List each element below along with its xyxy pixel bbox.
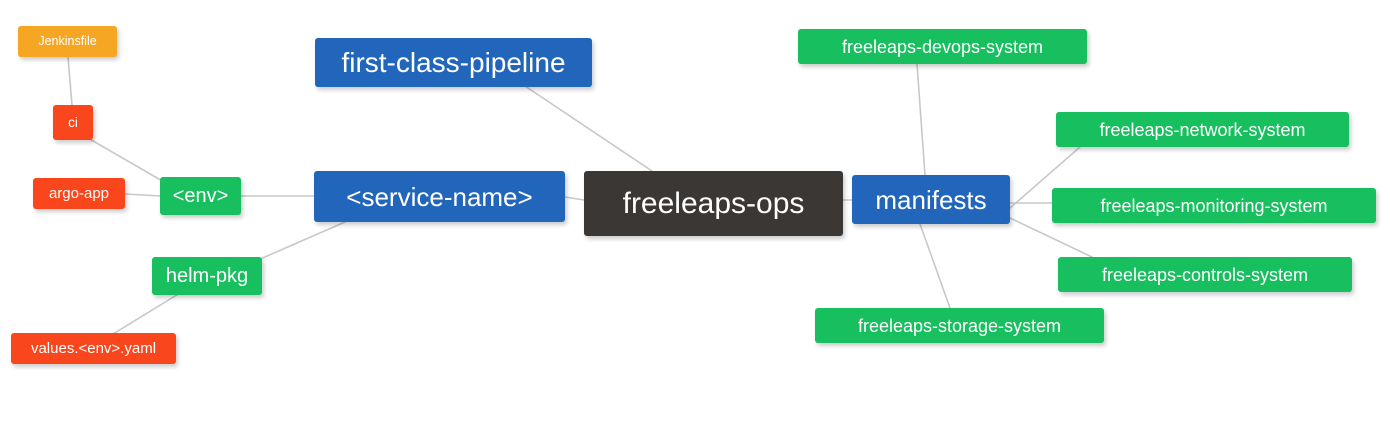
node-label-values-yaml: values.<env>.yaml (30, 340, 157, 357)
edge-ci-to-env (87, 137, 165, 183)
node-first-class-pipeline[interactable]: first-class-pipeline (315, 38, 592, 87)
node-monitoring-system[interactable]: freeleaps-monitoring-system (1052, 188, 1376, 223)
edge-jenkinsfile-to-ci (67, 56, 73, 106)
edge-service-name-to-freeleaps-ops (564, 196, 585, 201)
node-label-argo-app: argo-app (48, 185, 110, 202)
edge-argo-app-to-env (124, 193, 161, 197)
node-label-service-name: <service-name> (346, 181, 533, 212)
edge-manifests-to-storage-system (919, 223, 951, 309)
node-label-freeleaps-ops: freeleaps-ops (622, 186, 805, 220)
node-controls-system[interactable]: freeleaps-controls-system (1058, 257, 1352, 292)
node-network-system[interactable]: freeleaps-network-system (1056, 112, 1349, 147)
edge-manifests-to-controls-system (1009, 217, 1093, 258)
node-label-network-system: freeleaps-network-system (1099, 119, 1306, 140)
edge-first-class-pipeline-to-freeleaps-ops (524, 85, 653, 172)
node-label-ci: ci (68, 114, 78, 130)
node-freeleaps-ops[interactable]: freeleaps-ops (584, 171, 843, 236)
node-ci[interactable]: ci (53, 105, 93, 140)
node-label-devops-system: freeleaps-devops-system (841, 36, 1044, 57)
node-label-jenkinsfile: Jenkinsfile (38, 34, 97, 49)
node-label-manifests: manifests (875, 184, 987, 215)
node-service-name[interactable]: <service-name> (314, 171, 565, 222)
edge-helm-pkg-to-values-yaml (112, 292, 181, 335)
node-label-controls-system: freeleaps-controls-system (1101, 264, 1309, 285)
node-label-helm-pkg: helm-pkg (165, 265, 249, 287)
node-label-first-class-pipeline: first-class-pipeline (341, 46, 566, 78)
node-helm-pkg[interactable]: helm-pkg (152, 257, 262, 295)
node-label-monitoring-system: freeleaps-monitoring-system (1100, 195, 1328, 216)
node-manifests[interactable]: manifests (852, 175, 1010, 224)
node-env[interactable]: <env> (160, 177, 241, 215)
node-label-env: <env> (172, 185, 229, 207)
node-storage-system[interactable]: freeleaps-storage-system (815, 308, 1104, 343)
node-jenkinsfile[interactable]: Jenkinsfile (18, 26, 117, 57)
node-devops-system[interactable]: freeleaps-devops-system (798, 29, 1087, 64)
edge-manifests-to-devops-system (916, 63, 926, 176)
node-values-yaml[interactable]: values.<env>.yaml (11, 333, 176, 364)
edge-service-name-to-helm-pkg (257, 221, 346, 261)
node-argo-app[interactable]: argo-app (33, 178, 125, 209)
node-label-storage-system: freeleaps-storage-system (857, 315, 1062, 336)
